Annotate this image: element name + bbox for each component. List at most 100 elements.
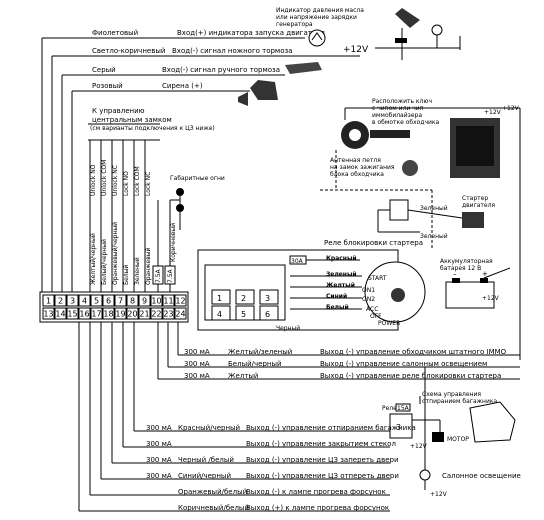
- ign-wire-blue: Синий: [326, 293, 347, 300]
- bot-current-3: 300 мА: [146, 456, 172, 464]
- wire-orange-black: Оранжевый/черный: [112, 222, 119, 285]
- oil-indicator-label-1: Индикатор давления масла: [276, 7, 364, 14]
- trunk-fuse: 15A: [397, 405, 410, 412]
- antenna-label-3: блока обходчика: [330, 171, 384, 178]
- mid-current-2: 300 мА: [184, 360, 210, 368]
- central-lock-wires: [88, 139, 171, 300]
- starter-relay: Зеленый Зеленый Стартер двигателя Реле б…: [289, 189, 495, 265]
- connector-pin: [114, 307, 127, 320]
- svg-text:3: 3: [396, 423, 401, 432]
- pos-acc: ACC: [366, 306, 378, 313]
- connector-pin-label: 13: [43, 310, 53, 319]
- trunk-plus12v: +12V: [410, 443, 428, 450]
- connector-pin-label: 24: [175, 310, 185, 319]
- fuse-30a: 30A: [291, 258, 304, 265]
- ign-pin-2: 2: [241, 294, 246, 303]
- bot-func-3: Выход (-) управление ЦЗ запереть двери: [246, 456, 399, 464]
- wire-green: Зеленый: [134, 257, 141, 285]
- battery-label-2: батарея 12 В: [440, 265, 481, 272]
- siren-icon: [250, 80, 278, 100]
- connector-pin: [54, 307, 67, 320]
- parking-lights-label: Габаритные огни: [170, 175, 225, 182]
- central-lock-title-2: центральным замком: [92, 116, 172, 124]
- bot-func-1: Выход (-) управление отпиранием багажник…: [246, 424, 416, 432]
- connector-pin-label: 1: [46, 297, 51, 306]
- connector-pin-label: 10: [151, 297, 161, 306]
- interior-light-label: Салонное освещение: [442, 472, 521, 480]
- connector-pin: [42, 307, 55, 320]
- bot-current-2: 300 мА: [146, 440, 172, 448]
- interior-plus12v: +12V: [430, 491, 448, 498]
- bulb-icon: [176, 188, 184, 196]
- connector-pin-label: 16: [79, 310, 89, 319]
- connector-pin: [162, 307, 175, 320]
- wire-func-engine-start: Вход(+) индикатора запуска двигателя: [177, 29, 325, 37]
- connector-pin-label: 11: [163, 297, 173, 306]
- ign-pin-4: 4: [217, 310, 222, 319]
- mid-color-1: Желтый/зеленый: [228, 348, 292, 356]
- mid-func-1: Выход (-) управление обходчиком штатного…: [320, 348, 507, 356]
- gauge-icon: [308, 29, 326, 47]
- wire-func-hand-brake: Вход(-) сигнал ручного тормоза: [162, 66, 280, 74]
- oil-indicator-block: Индикатор давления масла или напряжение …: [276, 7, 461, 60]
- connector-pin-label: 20: [127, 310, 137, 319]
- ign-pin-6: 6: [265, 310, 270, 319]
- starter-icon: [462, 212, 484, 228]
- connector-pin: [150, 294, 163, 307]
- connector-pin: [174, 294, 187, 307]
- relay-icon: [389, 199, 409, 221]
- wire-color-violet: Фиолетовый: [92, 29, 138, 37]
- label-lock-nc: Lock NC: [145, 172, 152, 196]
- relay-label: Реле блокировки стартера: [324, 239, 423, 247]
- wire-func-foot-brake: Вход(-) сигнал ножного тормоза: [172, 47, 293, 55]
- connector-pin-label: 4: [82, 297, 87, 306]
- connector-pin-label: 22: [151, 310, 161, 319]
- starter-label-2: двигателя: [462, 202, 495, 209]
- parking-lights: Габаритные огни: [170, 175, 225, 230]
- wire-color-pink: Розовый: [92, 82, 123, 90]
- immobilizer-bypass: Расположить ключ с чипом или чип иммобил…: [330, 98, 521, 360]
- ign-wire-red: Красный: [326, 255, 357, 262]
- pos-on1: ON1: [362, 287, 375, 294]
- central-lock-note: (см варианты подключения к ЦЗ ниже): [90, 125, 215, 132]
- battery-block: Аккумуляторная батарея 12 В – + +12V: [440, 258, 511, 309]
- fuses: 7.5A 7.5A: [152, 265, 176, 285]
- connector-pin: [66, 294, 79, 307]
- mid-color-2: Белый/черный: [228, 360, 282, 368]
- switch-icon: [395, 8, 420, 28]
- pos-on2: ON2: [362, 296, 375, 303]
- connector-pin-label: 17: [91, 310, 101, 319]
- connector-pin: [90, 307, 103, 320]
- bot-color-5: Оранжевый/белый: [178, 488, 247, 496]
- connector-pin-label: 15: [67, 310, 77, 319]
- connector-pin: [66, 307, 79, 320]
- label-unlock-nc: Unlock NC: [112, 165, 119, 196]
- trunk-motor: МОТОР: [447, 436, 469, 443]
- bot-func-6: Выход (+) к лампе прогрева форсунок: [246, 504, 389, 512]
- trunk-block: Схема управления отпиранием багажника Ре…: [382, 391, 516, 443]
- bot-func-2: Выход (-) управление закрытием стекол: [246, 440, 396, 448]
- bulb-icon: [176, 204, 184, 212]
- label-unlock-com: Unlock COM: [101, 160, 108, 196]
- immo-label-1: Расположить ключ: [372, 98, 432, 105]
- battery-plus: +: [482, 270, 488, 278]
- bot-func-4: Выход (-) управление ЦЗ отпереть двери: [246, 472, 399, 480]
- connector-pin-label: 8: [130, 297, 135, 306]
- pos-off: OFF: [370, 313, 382, 320]
- pos-start: START: [368, 275, 387, 282]
- trunk-label-2: отпиранием багажника: [422, 398, 497, 405]
- wire-white-black: Белый/черный: [101, 239, 108, 285]
- connector-pin-label: 18: [103, 310, 113, 319]
- wire-func-siren: Сирена (+): [162, 82, 203, 90]
- connector-pin-label: 21: [139, 310, 149, 319]
- battery-icon: [445, 281, 495, 309]
- connector-pin: [78, 294, 91, 307]
- starter-label-1: Стартер: [462, 195, 488, 202]
- bot-color-3: Черный /белый: [178, 456, 234, 464]
- wire-yellow-black: Желтый/черный: [90, 233, 97, 285]
- pos-power: POWER: [378, 320, 400, 327]
- connector-pin-label: 23: [163, 310, 173, 319]
- connector-pin: [150, 307, 163, 320]
